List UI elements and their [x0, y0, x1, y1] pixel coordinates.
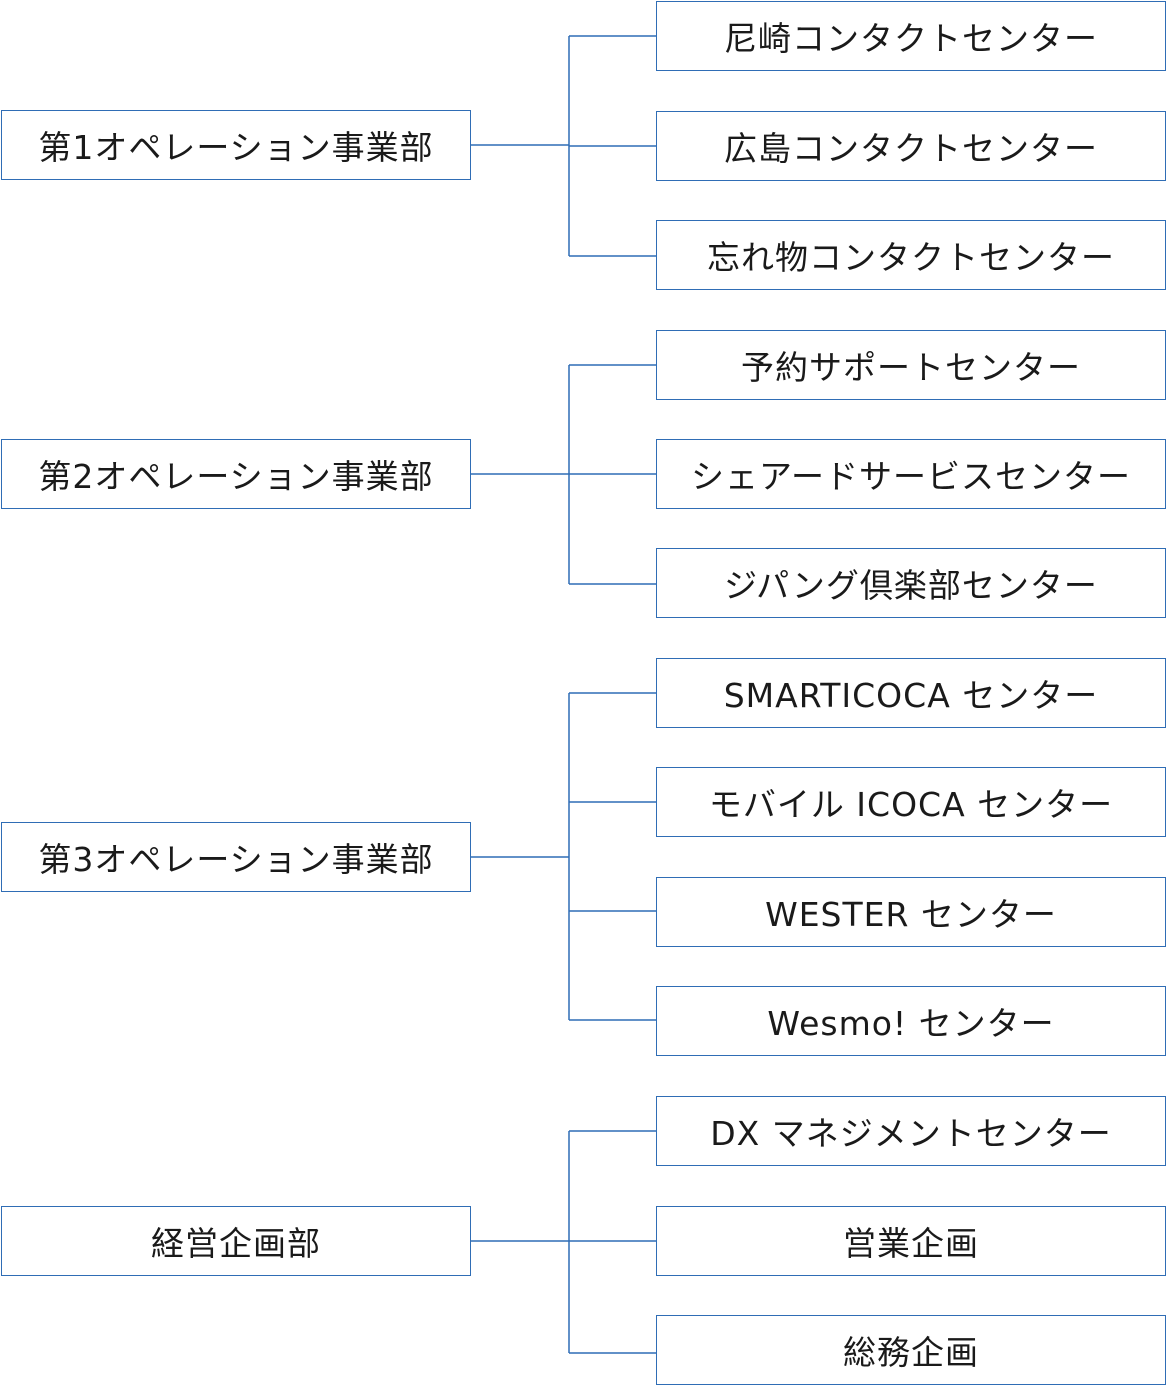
- department-box: 経営企画部: [1, 1206, 471, 1276]
- center-box: モバイル ICOCA センター: [656, 767, 1166, 837]
- center-box: シェアードサービスセンター: [656, 439, 1166, 509]
- center-label: 営業企画: [843, 1224, 979, 1263]
- department-label: 経営企画部: [151, 1224, 321, 1263]
- center-box: 営業企画: [656, 1206, 1166, 1276]
- center-label: SMARTICOCA センター: [723, 676, 1099, 715]
- center-box: 尼崎コンタクトセンター: [656, 1, 1166, 71]
- center-box: WESTER センター: [656, 877, 1166, 947]
- center-box: ジパング倶楽部センター: [656, 548, 1166, 618]
- department-box: 第3オペレーション事業部: [1, 822, 471, 892]
- department-label: 第2オペレーション事業部: [38, 457, 434, 496]
- center-label: Wesmo! センター: [767, 1004, 1055, 1043]
- center-label: 尼崎コンタクトセンター: [724, 19, 1098, 58]
- center-box: SMARTICOCA センター: [656, 658, 1166, 728]
- center-label: シェアードサービスセンター: [690, 457, 1132, 496]
- center-label: 予約サポートセンター: [741, 348, 1081, 387]
- department-box: 第1オペレーション事業部: [1, 110, 471, 180]
- center-label: 総務企画: [843, 1333, 979, 1372]
- center-label: 広島コンタクトセンター: [724, 129, 1098, 168]
- center-label: DX マネジメントセンター: [710, 1114, 1112, 1153]
- center-box: 広島コンタクトセンター: [656, 111, 1166, 181]
- department-label: 第1オペレーション事業部: [38, 128, 434, 167]
- department-label: 第3オペレーション事業部: [38, 840, 434, 879]
- center-label: モバイル ICOCA センター: [708, 785, 1114, 824]
- center-label: ジパング倶楽部センター: [724, 566, 1098, 605]
- center-box: Wesmo! センター: [656, 986, 1166, 1056]
- department-box: 第2オペレーション事業部: [1, 439, 471, 509]
- center-label: WESTER センター: [765, 895, 1057, 934]
- center-box: 総務企画: [656, 1315, 1166, 1385]
- center-label: 忘れ物コンタクトセンター: [707, 238, 1115, 277]
- center-box: 予約サポートセンター: [656, 330, 1166, 400]
- center-box: DX マネジメントセンター: [656, 1096, 1166, 1166]
- center-box: 忘れ物コンタクトセンター: [656, 220, 1166, 290]
